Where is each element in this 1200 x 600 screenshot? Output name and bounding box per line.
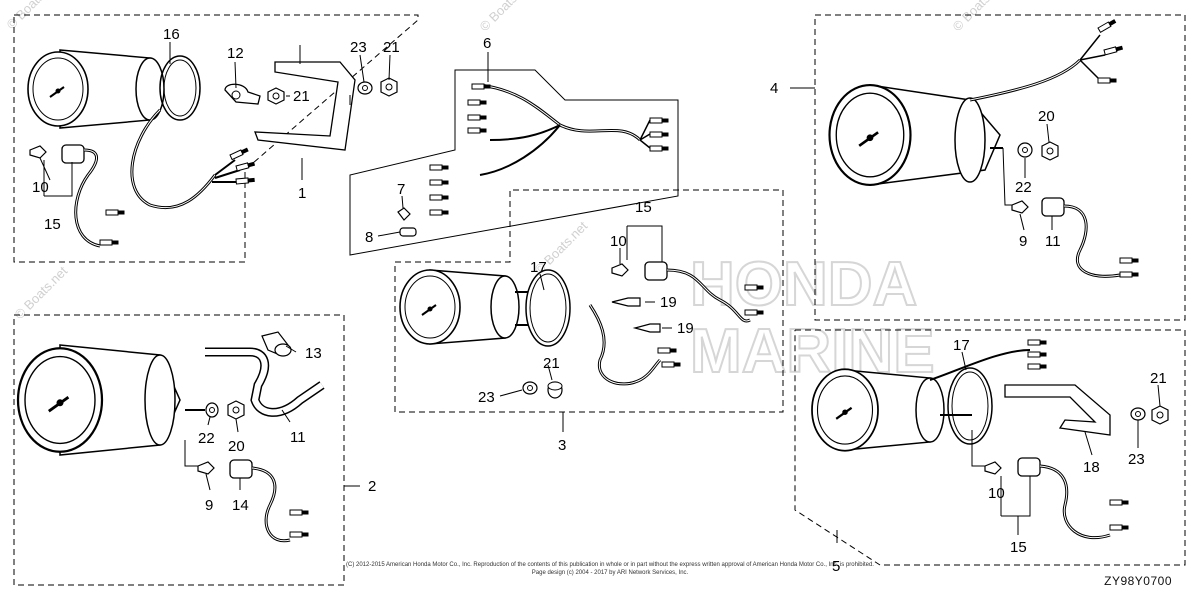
group-2-leaders	[184, 345, 360, 491]
group-2-parts	[16, 331, 325, 543]
callout-8: 8	[365, 229, 373, 246]
callout-5: 5	[832, 558, 840, 575]
callout-23: 23	[350, 39, 367, 56]
group-5-parts	[810, 339, 1169, 540]
group-6-frame	[349, 69, 679, 256]
callout-15: 15	[635, 199, 652, 216]
callout-20: 20	[228, 438, 245, 455]
callout-9: 9	[205, 497, 213, 514]
callout-21: 21	[1150, 370, 1167, 387]
svg-text:© Boats.net: © Boats.net	[950, 0, 1009, 34]
callout-22: 22	[198, 430, 215, 447]
diagram-code: ZY98Y0700	[1104, 574, 1172, 588]
group-3-frame	[394, 189, 784, 413]
group-5-leaders	[836, 351, 1161, 543]
group-1-frame	[13, 14, 419, 263]
watermark-brand: HONDA MARINE	[689, 249, 936, 387]
callout-20: 20	[1038, 108, 1055, 125]
callout-9: 9	[1019, 233, 1027, 250]
callout-19: 19	[677, 320, 694, 337]
callout-labels: 16 12 23 21 21 1 10 15 6 7 8 17 15 10 19…	[32, 26, 1167, 575]
callout-10: 10	[32, 179, 49, 196]
group-4-leaders	[790, 87, 1053, 231]
callout-18: 18	[1083, 459, 1100, 476]
callout-11: 11	[1045, 233, 1061, 250]
callout-3: 3	[558, 437, 566, 454]
callout-16: 16	[163, 26, 180, 43]
callout-10: 10	[988, 485, 1005, 502]
callout-13: 13	[305, 345, 322, 362]
callout-1: 1	[298, 185, 306, 202]
callout-17: 17	[530, 259, 547, 276]
group-3-parts	[399, 261, 764, 399]
callout-19: 19	[660, 294, 677, 311]
callout-21: 21	[293, 88, 310, 105]
callout-21: 21	[543, 355, 560, 372]
callout-4: 4	[770, 80, 778, 97]
group-6-parts	[397, 83, 669, 237]
group-1-parts	[27, 49, 398, 248]
group-3-leaders	[499, 225, 672, 432]
callout-21: 21	[383, 39, 400, 56]
callout-11: 11	[290, 429, 306, 446]
svg-text:HONDA: HONDA	[690, 250, 917, 319]
copyright-notice: (C) 2012-2015 American Honda Motor Co., …	[346, 562, 874, 568]
callout-17: 17	[953, 337, 970, 354]
callout-23: 23	[1128, 451, 1145, 468]
callout-10: 10	[610, 233, 627, 250]
callout-12: 12	[227, 45, 244, 62]
callout-2: 2	[368, 478, 376, 495]
group-1-leaders	[39, 42, 391, 197]
callout-23: 23	[478, 389, 495, 406]
callout-7: 7	[397, 181, 405, 198]
svg-text:© Boats.net: © Boats.net	[477, 0, 536, 34]
group-4-parts	[828, 18, 1139, 278]
group-6-leaders	[377, 52, 489, 237]
callout-14: 14	[232, 497, 249, 514]
callout-15: 15	[1010, 539, 1027, 556]
group-4-frame	[814, 14, 1186, 321]
page-design-credit: Page design (c) 2004 - 2017 by ARI Netwo…	[531, 570, 689, 576]
svg-text:© Boats.net: © Boats.net	[4, 0, 63, 32]
callout-15: 15	[44, 216, 61, 233]
group-5-frame	[794, 329, 1186, 566]
callout-6: 6	[483, 35, 491, 52]
callout-22: 22	[1015, 179, 1032, 196]
svg-text:© Boats.net: © Boats.net	[12, 263, 71, 322]
group-2-frame	[13, 314, 345, 586]
